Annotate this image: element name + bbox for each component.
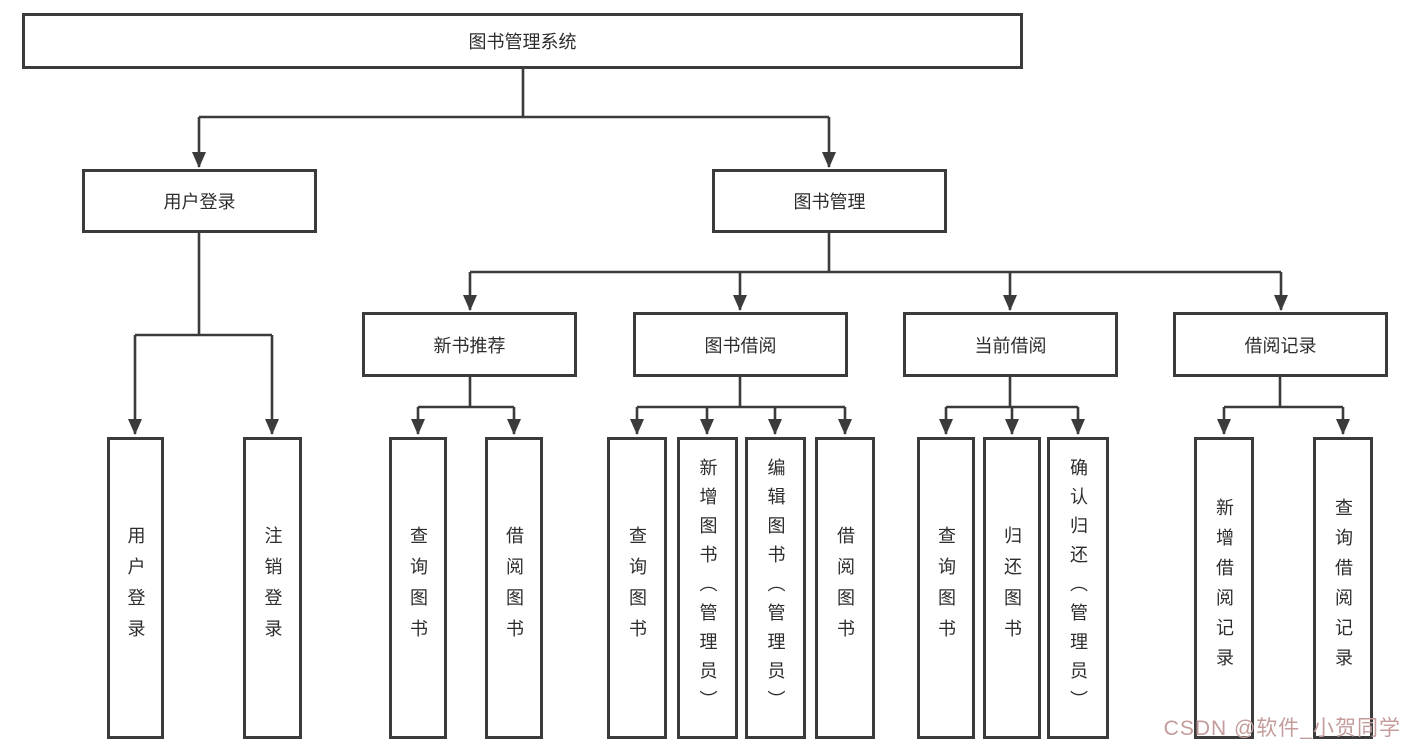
node-label: 用户登录 <box>163 192 236 212</box>
leaf-label: 借阅图书 <box>504 526 524 650</box>
node-label: 新书推荐 <box>433 335 506 356</box>
node-new-book-recommendation: 新书推荐 <box>362 312 577 377</box>
leaf-confirm-return-admin: 确认归还（管理员） <box>1047 437 1109 739</box>
arrow-lines <box>128 117 1350 435</box>
leaf-query-borrow-record: 查询借阅记录 <box>1313 437 1373 739</box>
leaf-label: 确认归还（管理员） <box>1068 457 1088 719</box>
leaf-query-books: 查询图书 <box>389 437 447 739</box>
node-label: 借阅记录 <box>1244 335 1317 356</box>
node-book-borrowing: 图书借阅 <box>633 312 848 377</box>
node-book-management: 图书管理 <box>712 169 947 233</box>
leaf-edit-book-admin: 编辑图书（管理员） <box>745 437 806 739</box>
leaf-borrow-books: 借阅图书 <box>485 437 543 739</box>
leaf-add-borrow-record: 新增借阅记录 <box>1194 437 1254 739</box>
leaf-label: 查询图书 <box>936 526 956 650</box>
leaf-label: 查询图书 <box>627 526 647 650</box>
leaf-label: 借阅图书 <box>835 526 855 650</box>
leaf-logout: 注销登录 <box>243 437 302 739</box>
node-label: 图书管理 <box>793 192 866 212</box>
node-library-management-system: 图书管理系统 <box>22 13 1023 69</box>
leaf-query-books: 查询图书 <box>607 437 667 739</box>
elbow-connectors <box>135 69 1343 409</box>
leaf-label: 查询图书 <box>408 526 428 650</box>
leaf-label: 注销登录 <box>262 526 283 650</box>
node-user-login: 用户登录 <box>82 169 317 233</box>
leaf-label: 编辑图书（管理员） <box>765 457 786 719</box>
leaf-label: 查询借阅记录 <box>1333 498 1353 678</box>
leaf-label: 归还图书 <box>1002 526 1022 650</box>
leaf-label: 用户登录 <box>125 526 146 650</box>
leaf-label: 新增图书（管理员） <box>697 457 718 719</box>
leaf-return-books: 归还图书 <box>983 437 1041 739</box>
node-label: 图书借阅 <box>704 335 777 356</box>
leaf-user-login: 用户登录 <box>107 437 164 739</box>
csdn-watermark: CSDN @软件_小贺同学 <box>1163 717 1401 740</box>
node-borrowing-records: 借阅记录 <box>1173 312 1388 377</box>
node-label: 图书管理系统 <box>468 32 577 52</box>
node-label: 当前借阅 <box>974 335 1047 356</box>
leaf-label: 新增借阅记录 <box>1214 498 1234 678</box>
leaf-query-books: 查询图书 <box>917 437 975 739</box>
node-current-borrowing: 当前借阅 <box>903 312 1118 377</box>
leaf-add-book-admin: 新增图书（管理员） <box>677 437 738 739</box>
leaf-borrow-books: 借阅图书 <box>815 437 875 739</box>
